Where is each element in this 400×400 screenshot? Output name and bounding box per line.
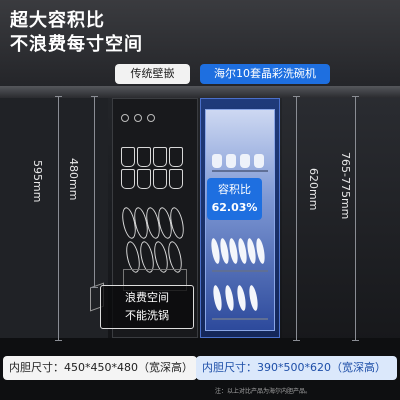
headline-line1: 超大容积比	[10, 10, 105, 31]
dimension-line-620	[296, 96, 297, 341]
control-dots	[121, 107, 160, 126]
cup-icon	[254, 154, 264, 168]
cup-icon	[153, 169, 167, 189]
footnote: 注：以上对比产品为海尔内胆产品。	[215, 388, 312, 395]
dimension-tick	[352, 340, 359, 341]
dimension-tick	[55, 340, 62, 341]
lower-rack	[212, 318, 268, 320]
plate-icon	[247, 284, 260, 312]
plate-icon	[211, 284, 224, 312]
control-dot-icon	[147, 114, 155, 122]
traditional-inner-size: 内胆尺寸：450*450*480（宽深高）	[3, 356, 197, 380]
traditional-label: 传统壁嵌	[115, 64, 190, 84]
capacity-badge: 容积比 62.03%	[207, 178, 262, 220]
dimension-595: 595mm	[31, 160, 44, 203]
dimension-tick	[91, 96, 98, 97]
dimension-tick	[293, 340, 300, 341]
waste-line2: 不能洗锅	[125, 309, 169, 322]
waste-space-box: 浪费空间 不能洗锅	[100, 285, 194, 329]
haier-dishwasher	[200, 98, 280, 338]
haier-inner-size: 内胆尺寸：390*500*620（宽深高）	[196, 356, 397, 380]
dimension-line-480	[94, 96, 95, 288]
plate-icon	[254, 237, 267, 265]
plate-icon	[235, 284, 248, 312]
cup-icon	[212, 154, 222, 168]
cup-icon	[137, 169, 151, 189]
headline-line2: 不浪费每寸空间	[10, 34, 143, 55]
cup-icon	[153, 147, 167, 167]
cup-icon	[121, 147, 135, 167]
right-cabinet	[282, 98, 400, 340]
dimension-tick	[352, 96, 359, 97]
control-dot-icon	[121, 114, 129, 122]
cup-icon	[137, 147, 151, 167]
control-dot-icon	[134, 114, 142, 122]
dimension-line-595	[58, 96, 59, 341]
waste-line1: 浪费空间	[125, 291, 169, 304]
dimension-tick	[55, 96, 62, 97]
dimension-480: 480mm	[67, 158, 80, 201]
plate-icon	[223, 284, 236, 312]
cup-icon	[121, 169, 135, 189]
countertop	[0, 86, 400, 98]
haier-label: 海尔10套晶彩洗碗机	[200, 64, 330, 84]
dimension-765-775: 765-775mm	[339, 152, 352, 220]
dimension-tick	[293, 96, 300, 97]
middle-rack	[212, 270, 268, 272]
cup-icon	[226, 154, 236, 168]
upper-rack	[212, 170, 268, 172]
capacity-title: 容积比	[218, 183, 251, 196]
dimension-line-765	[355, 96, 356, 341]
cup-icon	[169, 169, 183, 189]
left-cabinet	[0, 98, 108, 340]
cup-icon	[169, 147, 183, 167]
dimension-620: 620mm	[307, 168, 320, 211]
capacity-value: 62.03%	[211, 201, 258, 214]
cup-icon	[240, 154, 250, 168]
dimension-tick	[91, 287, 98, 288]
dishwasher-interior	[205, 109, 275, 331]
